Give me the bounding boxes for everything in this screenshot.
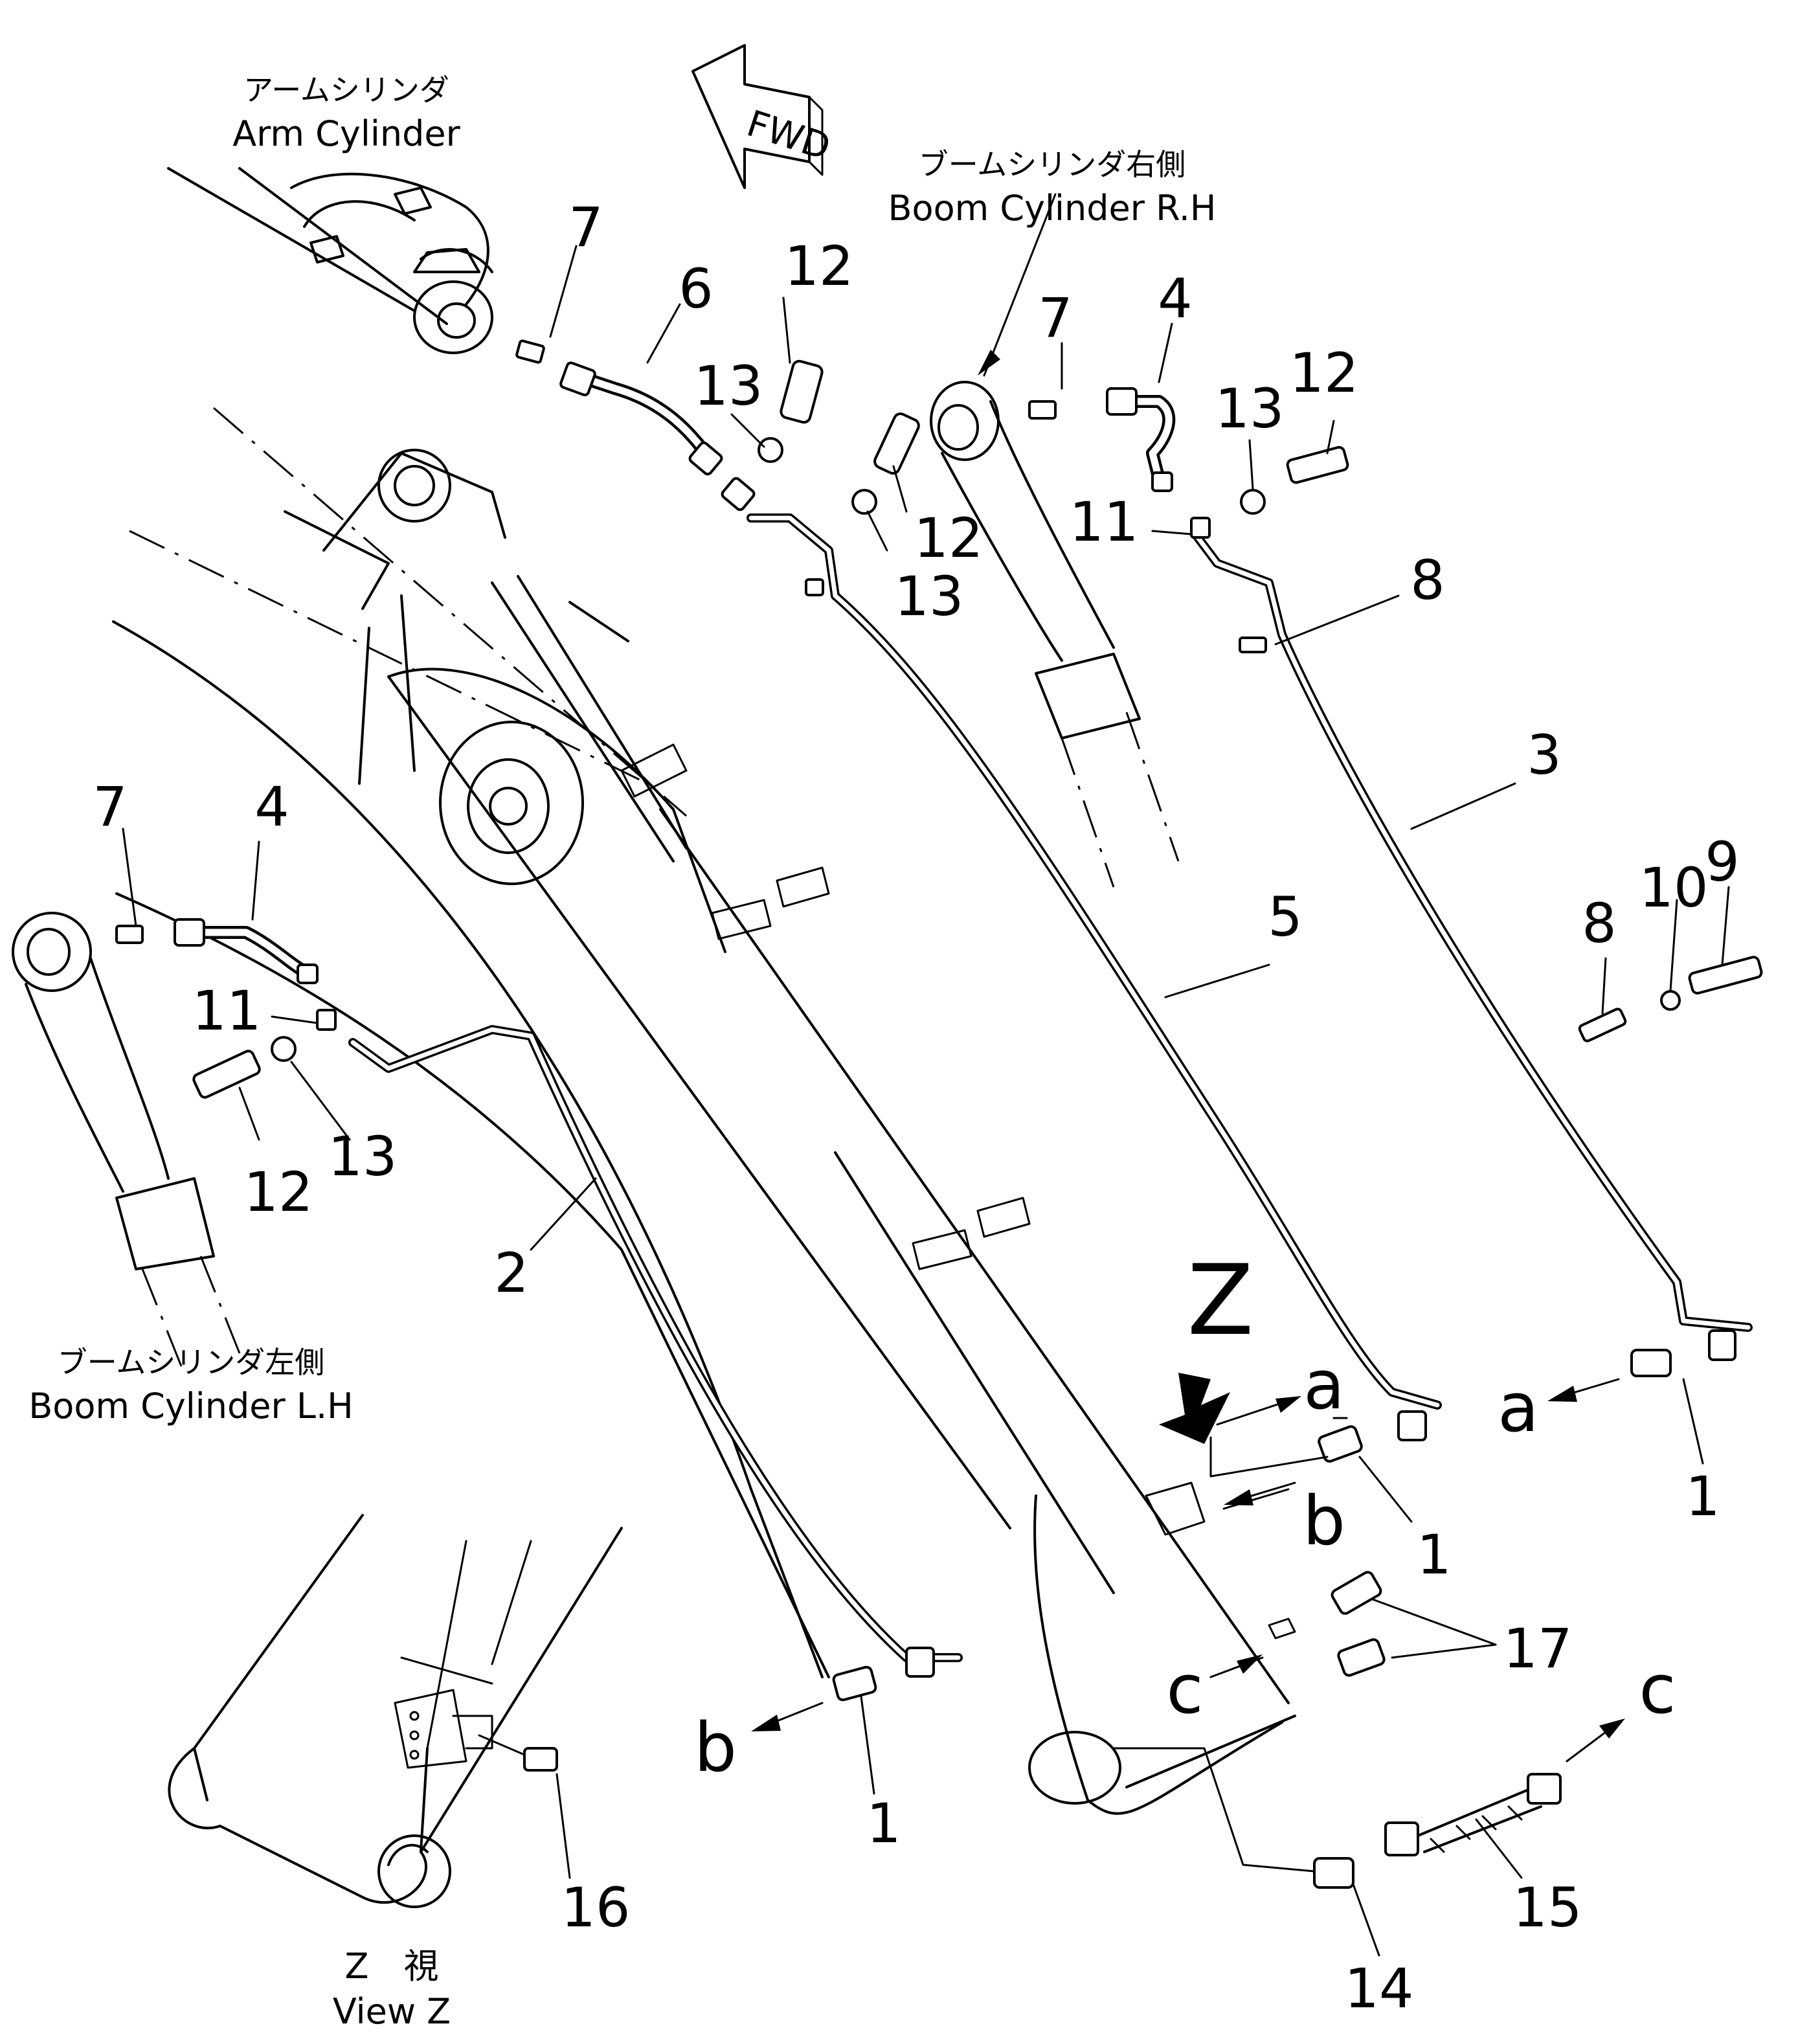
fwd-arrow [691,44,824,189]
connector-b-right: b [1303,1481,1345,1560]
arm-cylinder-jp-label: アームシリンダ [243,73,449,107]
callout-fitting-15: 15 [1513,1876,1582,1939]
callout-rh-4: 4 [1158,267,1192,330]
callout-rh-12: 12 [1290,341,1359,405]
callout-lh-11: 11 [192,979,262,1042]
boom-cylinder-lh [12,912,241,1367]
callout-clamp-8: 8 [1582,892,1616,955]
view-z-boom [168,1514,623,1908]
callout-fitting-17: 17 [1503,1617,1573,1680]
callout-arm-12: 12 [785,234,854,298]
leader-lines [122,193,1730,1957]
boom-cylinder-rh-jp-label: ブームシリンダ右側 [919,147,1186,182]
callout-lh-7: 7 [93,775,127,839]
connector-letters: a a b b c c [694,1346,1676,1787]
callout-fitting-14: 14 [1345,1957,1414,2020]
pipe-5 [747,513,1442,1410]
connector-a-right: a [1498,1368,1539,1447]
callout-arm-6: 6 [679,257,713,321]
boom-cylinder-lh-jp-label: ブームシリンダ左側 [58,1345,325,1380]
callout-lh-13: 13 [328,1125,398,1188]
callout-fitting-16: 16 [561,1876,631,1939]
z-label: Z [1187,1245,1254,1357]
callout-mid-12: 12 [914,506,983,570]
callout-lh-12: 12 [244,1160,313,1224]
arm-cylinder [290,172,493,354]
callout-pipe-2: 2 [494,1241,528,1305]
hose-4-rh [1106,387,1176,492]
callout-pipe-3: 3 [1527,723,1561,787]
connector-c-right: c [1639,1650,1676,1729]
callout-fitting-a-1: 1 [1685,1465,1720,1528]
callout-fitting-b-1: 1 [1417,1523,1451,1586]
view-z-jp-label: Z 視 [345,1946,439,1987]
connector-a-left: a [1303,1346,1345,1425]
hose-6 [559,361,756,512]
callout-lh-4: 4 [254,775,289,839]
connector-b-left: b [694,1708,737,1787]
callout-arm-13: 13 [694,354,763,418]
connector-c-left: c [1166,1650,1203,1729]
hose-4-lh [174,918,319,984]
arm-cylinder-en-label: Arm Cylinder [232,113,460,154]
pipe-2 [348,1025,963,1662]
z-view-arrow-icon [1159,1373,1230,1444]
callout-numbers: 7 6 12 13 12 13 7 4 13 12 11 8 3 5 2 8 1… [93,196,1739,2020]
text-labels: アームシリンダ Arm Cylinder ブームシリンダ右側 Boom Cyli… [28,73,1253,2032]
boom-cylinder-rh [930,381,1180,888]
callout-clamp-10: 10 [1639,856,1709,919]
callout-rh-13: 13 [1215,377,1285,440]
boom-clamps [620,743,1031,1270]
pipe-3 [1193,533,1753,1332]
fittings [115,339,1763,1889]
callout-clamp-9: 9 [1705,830,1739,894]
callout-pipe-5: 5 [1268,885,1302,949]
boom-cylinder-lh-en-label: Boom Cylinder L.H [28,1386,354,1426]
callout-mid-13: 13 [895,565,964,628]
view-z-en-label: View Z [333,1991,451,2032]
callout-arm-7: 7 [568,196,603,259]
callout-rh-8: 8 [1410,548,1444,612]
callout-fitting-bl-1: 1 [866,1792,901,1855]
connector-arrows [751,1378,1625,1763]
boom-cylinder-rh-en-label: Boom Cylinder R.H [888,188,1216,229]
callout-rh-11: 11 [1070,490,1139,554]
callout-rh-7: 7 [1038,286,1072,350]
